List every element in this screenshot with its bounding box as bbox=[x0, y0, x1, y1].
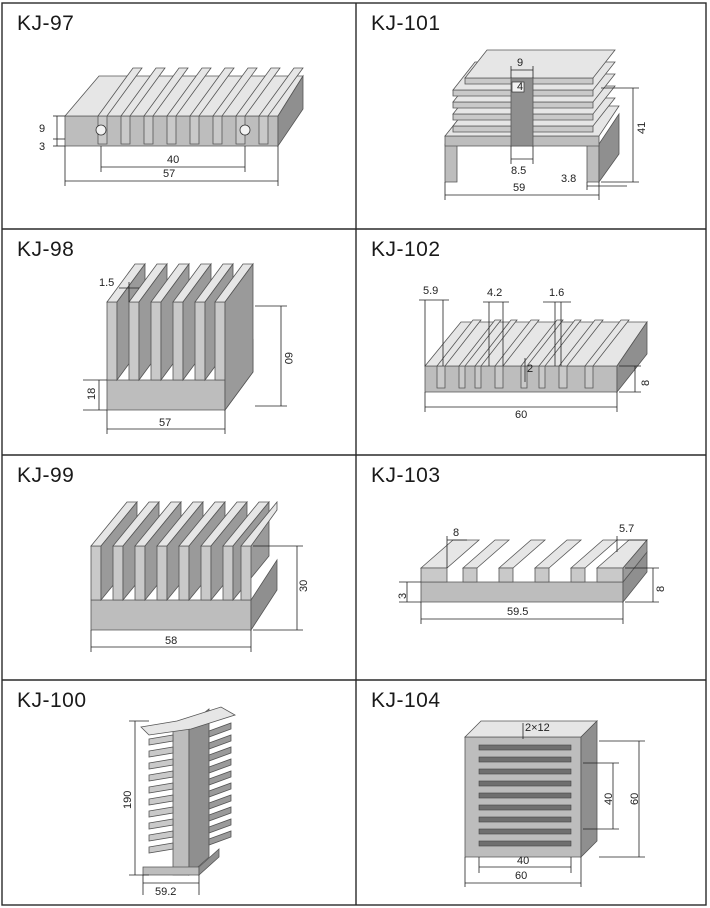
dim-label: 40 bbox=[167, 154, 179, 166]
dim-label: 8.5 bbox=[511, 165, 526, 177]
dim-label: 1.5 bbox=[99, 277, 114, 289]
cell-kj-99: KJ-99 bbox=[3, 456, 355, 679]
kj-100-drawing: 190 59.2 bbox=[122, 706, 236, 898]
cell-kj-101: KJ-101 bbox=[357, 4, 705, 228]
dim-label: 59.2 bbox=[155, 886, 176, 898]
model-label: KJ-102 bbox=[371, 238, 441, 261]
dim-label: 40 bbox=[517, 855, 529, 867]
dim-label: 3.8 bbox=[561, 173, 576, 185]
cell-kj-98: KJ-98 bbox=[3, 230, 355, 454]
model-label: KJ-97 bbox=[17, 12, 75, 35]
dim-label: 59.5 bbox=[507, 606, 528, 618]
dim-label: 8 bbox=[640, 380, 652, 386]
dim-label: 18 bbox=[86, 388, 98, 400]
dim-label: 4.2 bbox=[487, 287, 502, 299]
cell-kj-97: KJ-97 bbox=[3, 4, 355, 228]
dim-label: 60 bbox=[282, 352, 294, 364]
dim-label: 40 bbox=[603, 793, 615, 805]
cell-kj-102: KJ-102 bbox=[357, 230, 705, 454]
dim-label: 57 bbox=[159, 417, 171, 429]
model-label: KJ-98 bbox=[17, 238, 75, 261]
dim-label: 9 bbox=[39, 123, 45, 135]
dim-label: 57 bbox=[163, 168, 175, 180]
dim-label: 41 bbox=[636, 122, 648, 134]
dim-label: 5.7 bbox=[619, 523, 634, 535]
dim-label: 2 bbox=[527, 363, 533, 375]
model-label: KJ-100 bbox=[17, 689, 87, 712]
model-label: KJ-101 bbox=[371, 12, 441, 35]
cell-kj-100: KJ-100 bbox=[3, 681, 355, 904]
dim-label: 8 bbox=[453, 527, 459, 539]
dim-label: 30 bbox=[298, 580, 310, 592]
dim-label: 60 bbox=[515, 870, 527, 882]
model-label: KJ-104 bbox=[371, 689, 441, 712]
cell-kj-104: KJ-104 2×12 40 bbox=[357, 681, 705, 904]
model-label: KJ-99 bbox=[17, 464, 75, 487]
dim-label: 60 bbox=[515, 409, 527, 421]
dim-label: 9 bbox=[517, 57, 523, 69]
kj-98-drawing: 1.5 60 18 57 bbox=[83, 262, 294, 434]
dim-label: 59 bbox=[513, 182, 525, 194]
kj-104-drawing: 2×12 40 60 40 60 bbox=[464, 720, 645, 887]
dim-label: 190 bbox=[122, 791, 134, 809]
kj-101-drawing: 9 4 41 8.5 59 3.8 bbox=[444, 49, 648, 200]
dim-label: 60 bbox=[629, 793, 641, 805]
cell-kj-103: KJ-103 8 5.7 3 bbox=[357, 456, 705, 679]
dim-label: 3 bbox=[39, 141, 45, 153]
dim-label: 58 bbox=[165, 635, 177, 647]
dim-label: 3 bbox=[397, 593, 409, 599]
kj-99-drawing: 30 58 bbox=[90, 500, 310, 652]
dim-label: 8 bbox=[655, 586, 667, 592]
kj-103-drawing: 8 5.7 3 8 59.5 bbox=[397, 523, 667, 624]
model-label: KJ-103 bbox=[371, 464, 441, 487]
dim-label: 5.9 bbox=[423, 285, 438, 297]
dim-label: 4 bbox=[517, 81, 523, 93]
dim-label: 2×12 bbox=[525, 722, 550, 734]
kj-97-drawing: 9 3 40 57 bbox=[39, 67, 304, 186]
kj-102-drawing: 5.9 4.2 1.6 2 8 60 bbox=[419, 285, 652, 421]
dim-label: 1.6 bbox=[549, 287, 564, 299]
